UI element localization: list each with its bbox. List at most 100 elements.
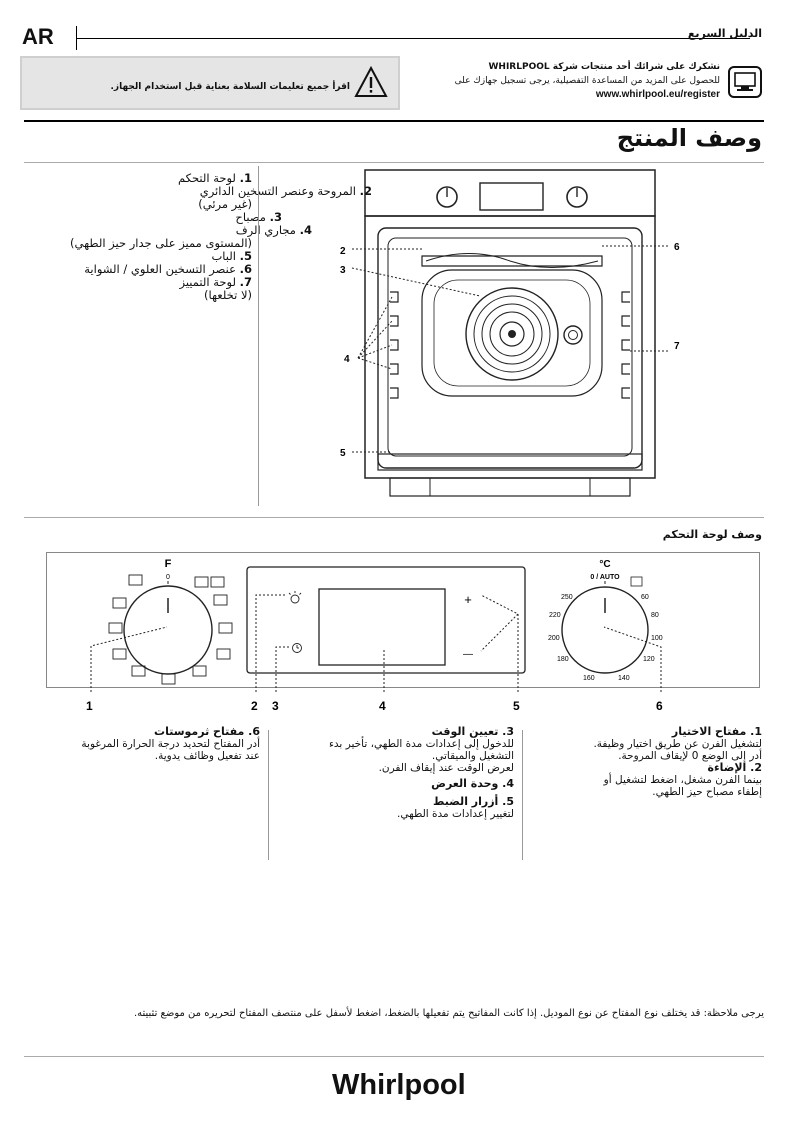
part-item: 5. الباب — [211, 249, 252, 263]
text-line: لعرض الوقت عند إيقاف الفرن. — [378, 762, 514, 774]
panel-callout-6: 6 — [656, 699, 663, 713]
safety-warning-text: اقرأ جميع تعليمات السلامة بعناية قبل است… — [110, 82, 350, 92]
thermostat-knob-dial — [561, 586, 649, 674]
parts-list: 1. لوحة التحكم 2. المروحة وعنصر التسخين … — [30, 171, 372, 302]
part-item-note: (المستوى مميز على جدار حيز الطهي) — [70, 236, 252, 250]
column-divider — [258, 166, 259, 506]
text-line: عند تفعيل وظائف يدوية. — [154, 750, 260, 762]
heading-set-time: 3. تعيين الوقت — [431, 725, 514, 738]
oven-control-strip — [364, 169, 656, 217]
whirlpool-logo: Whirlpool — [330, 1062, 470, 1114]
oven-thermostat-knob — [566, 186, 588, 208]
control-panel-title: وصف لوحة التحكم — [662, 528, 762, 541]
guide-title: الدليل السريع — [687, 27, 762, 40]
svg-text:180: 180 — [557, 656, 569, 663]
callout-5: 5 — [340, 448, 346, 459]
callout-2: 2 — [340, 246, 346, 257]
shelf-runners-right — [621, 291, 630, 399]
display-unit — [246, 566, 526, 674]
svg-text:200: 200 — [548, 635, 560, 642]
text-line: أدر إلى الوضع 0 لإيقاف المروحة. — [618, 750, 762, 762]
lamp — [563, 325, 583, 345]
panel-callout-1: 1 — [86, 699, 93, 713]
callout-3: 3 — [340, 265, 346, 276]
text-line: لتشغيل الفرن عن طريق اختيار وظيفة. — [593, 738, 762, 750]
thermostat-top-label: 0 / AUTO — [590, 574, 620, 581]
register-link[interactable]: www.whirlpool.eu/register — [595, 89, 720, 100]
section-rule — [24, 120, 764, 122]
product-description-title: وصف المنتج — [616, 124, 762, 152]
language-code: AR — [22, 24, 54, 49]
svg-text:Whirlpool: Whirlpool — [332, 1069, 466, 1101]
oven-selector-knob — [436, 186, 458, 208]
plus-button: + — [464, 592, 472, 607]
column-divider — [268, 730, 269, 860]
section-rule — [24, 517, 764, 518]
panel-callout-2: 2 — [251, 699, 258, 713]
part-item-note: (لا تخلعها) — [204, 288, 252, 302]
thank-you-line: نشكرك على شرائك أحد منتجات شركة WHIRLPOO… — [488, 62, 721, 72]
oven-cavity — [377, 227, 643, 469]
function-icons — [108, 574, 233, 685]
thermostat-scale: 60 80 100 120 140 160 180 200 220 250 — [548, 594, 663, 682]
back-panel — [421, 269, 603, 397]
part-item: 6. عنصر التسخين العلوي / الشواية — [84, 262, 252, 276]
selector-zero-label: 0 — [166, 574, 170, 581]
heading-display: 4. وحدة العرض — [431, 777, 514, 790]
svg-text:140: 140 — [618, 675, 630, 682]
text-line: أدر المفتاح لتحديد درجة الحرارة المرغوبة — [81, 738, 260, 750]
column-thermostat: 6. مفتاح ثرموستات أدر المفتاح لتحديد درج… — [30, 725, 260, 763]
column-divider — [522, 730, 523, 860]
column-time: 3. تعيين الوقت للدخول إلى إعدادات مدة ال… — [276, 725, 514, 821]
svg-text:120: 120 — [643, 656, 655, 663]
thermostat-unit: °C — [599, 559, 610, 570]
callout-7: 7 — [674, 341, 680, 352]
text-line: إطفاء مصباح حيز الطهي. — [652, 786, 762, 798]
clock-icon — [292, 643, 302, 653]
grill-icon — [630, 576, 643, 587]
footer-rule — [24, 1056, 764, 1057]
heading-thermostat: 6. مفتاح ثرموستات — [154, 725, 260, 738]
part-item: 7. لوحة التمييز — [179, 275, 252, 289]
text-line: التشغيل والميقاتي. — [431, 750, 514, 762]
safety-warning-box: اقرأ جميع تعليمات السلامة بعناية قبل است… — [20, 56, 400, 110]
callout-4: 4 — [344, 354, 350, 365]
fan-cover — [465, 287, 559, 381]
model-note: يرجى ملاحظة: قد يختلف نوع المفتاح عن نوع… — [133, 1008, 764, 1019]
selector-top-label: F — [165, 558, 172, 570]
svg-text:250: 250 — [561, 594, 573, 601]
thank-you-box: نشكرك على شرائك أحد منتجات شركة WHIRLPOO… — [430, 58, 762, 106]
oven-display — [479, 182, 544, 211]
section-rule — [24, 162, 764, 163]
register-instruction: للحصول على المزيد من المساعدة التفصيلية،… — [454, 76, 720, 86]
svg-text:80: 80 — [651, 612, 659, 619]
light-icon — [288, 591, 302, 604]
svg-text:100: 100 — [651, 635, 663, 642]
part-item: 1. لوحة التحكم — [177, 171, 252, 185]
display-screen — [318, 588, 446, 666]
top-heater — [421, 255, 603, 267]
panel-callout-4: 4 — [379, 699, 386, 713]
part-item-note: (غير مرئي) — [198, 197, 252, 211]
minus-button: — — [463, 649, 473, 660]
oven-door — [377, 453, 643, 471]
text-line: بينما الفرن مشغل، اضغط لتشغيل أو — [603, 774, 762, 786]
shelf-runners-left — [390, 291, 399, 399]
control-panel: F 0 + — °C 0 / AUTO — [46, 552, 760, 688]
header-rule — [76, 38, 750, 39]
column-selector: 1. مفتاح الاختيار لتشغيل الفرن عن طريق ا… — [526, 726, 762, 799]
text-line: للدخول إلى إعدادات مدة الطهي، تأخير بدء — [328, 738, 514, 750]
text-line: لتغيير إعدادات مدة الطهي. — [397, 808, 514, 820]
svg-text:160: 160 — [583, 675, 595, 682]
part-item: 4. مجاري الرف — [235, 223, 312, 237]
heading-light: 2. الإضاءة — [707, 761, 762, 774]
part-item: 2. المروحة وعنصر التسخين الدائري — [199, 184, 372, 198]
svg-text:60: 60 — [641, 594, 649, 601]
oven-body — [364, 215, 656, 479]
panel-leaders: 1 2 3 4 5 6 — [86, 594, 663, 713]
heading-adjust-buttons: 5. أزرار الضبط — [432, 795, 514, 808]
warning-triangle-icon — [354, 65, 388, 102]
svg-text:220: 220 — [549, 612, 561, 619]
panel-callout-3: 3 — [272, 699, 279, 713]
callout-6: 6 — [674, 242, 680, 253]
